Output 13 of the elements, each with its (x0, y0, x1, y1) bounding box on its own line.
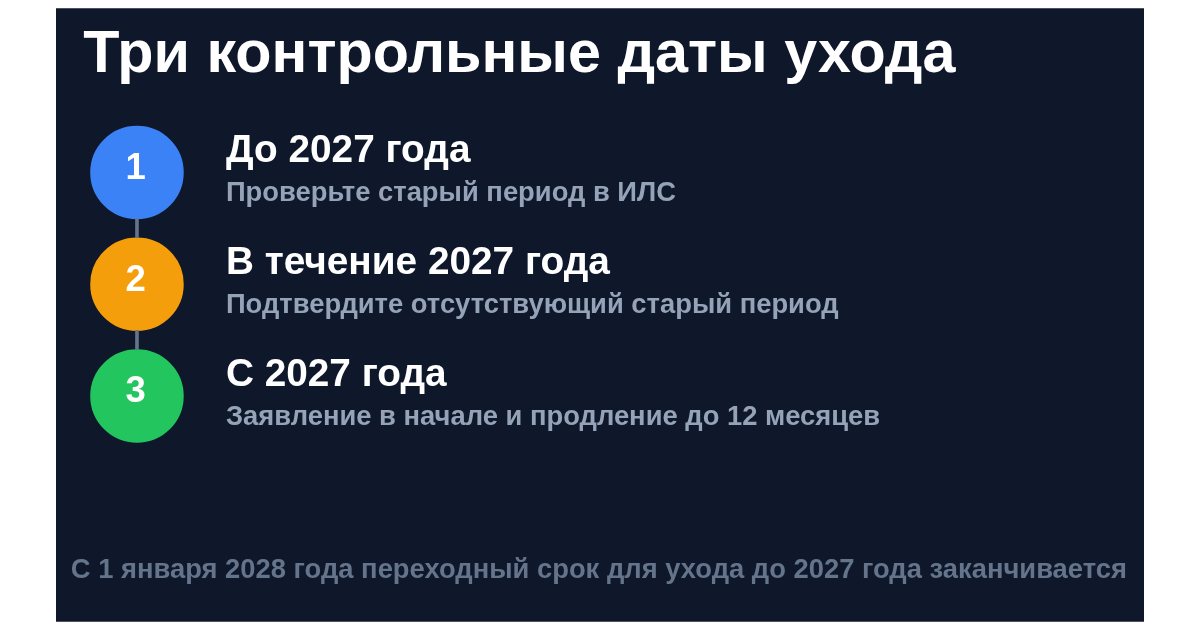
connector (135, 330, 139, 350)
diagram-title: Три контрольные даты ухода (83, 17, 956, 85)
caption: С 1 января 2028 года переходный срок для ухода до 2027 года заканчивается (70, 552, 1127, 584)
node-label: Подтвердите отсутствующий старый период (225, 287, 839, 319)
node-label: В течение 2027 года (225, 239, 610, 283)
node-label: Заявление в начале и продление до 12 месяцев (225, 399, 881, 431)
node-label: Проверьте старый период в ИЛС (225, 176, 677, 208)
node-label: До 2027 года (225, 127, 471, 171)
node-label: С 2027 года (225, 350, 447, 394)
node-circle: 3 (90, 349, 184, 443)
connector (135, 218, 139, 238)
node-circle: 1 (90, 125, 184, 220)
node-circle: 2 (90, 237, 184, 331)
